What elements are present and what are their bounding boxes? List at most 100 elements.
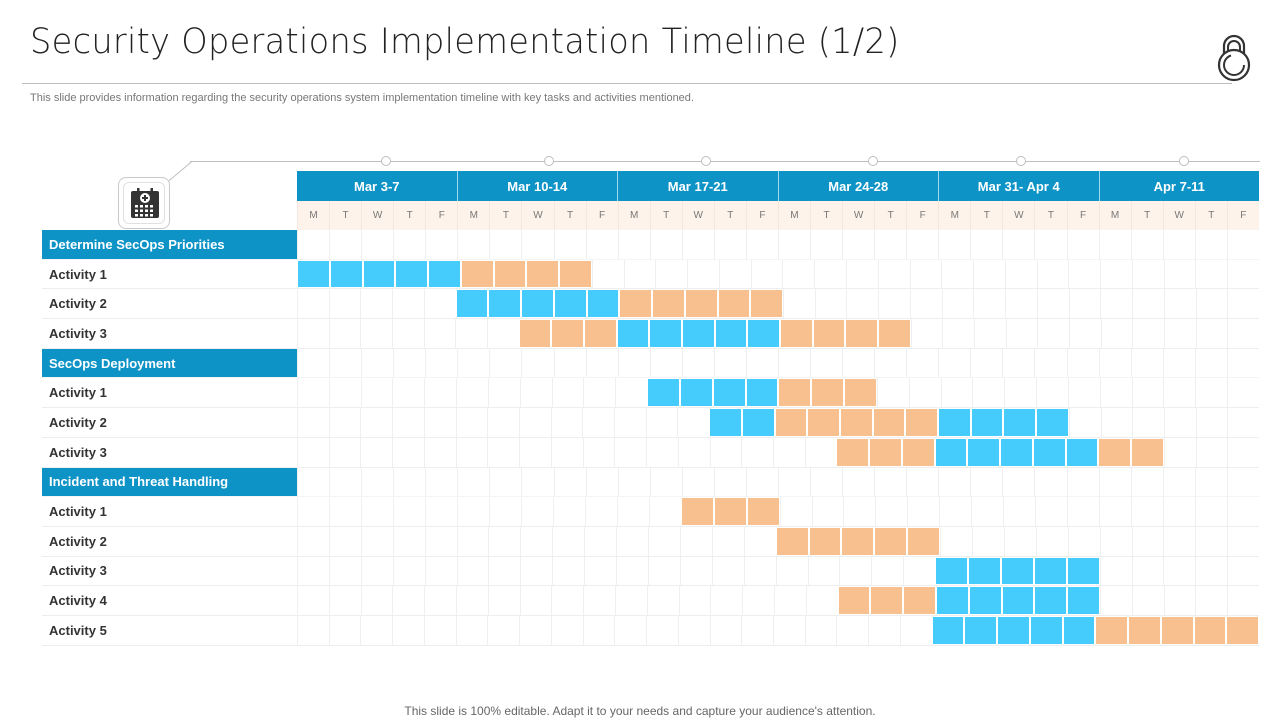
activity-label: Activity 2	[49, 296, 107, 312]
task-bar-cell-blue	[1067, 586, 1100, 615]
task-bar-cell-orange	[746, 497, 780, 526]
timeline-dot	[381, 156, 391, 166]
task-bar-cell-orange	[836, 437, 870, 467]
grid-cell	[810, 230, 842, 259]
task-bar-cell-orange	[1193, 615, 1227, 645]
task-bar-cell-orange	[837, 586, 871, 615]
grid-cell	[842, 348, 874, 378]
padlock-icon	[1217, 34, 1251, 82]
grid-cell	[970, 348, 1002, 378]
grid-cell	[1195, 378, 1227, 408]
grid-cell	[1195, 408, 1228, 437]
day-header: M	[938, 201, 970, 230]
day-header: M	[297, 201, 329, 230]
activity-row: Activity 2	[42, 526, 1259, 557]
grid-cell	[392, 408, 424, 437]
grid-cell	[614, 408, 646, 437]
grid-cell	[456, 497, 489, 526]
task-bar-cell-blue	[1001, 586, 1035, 615]
grid-cell	[487, 408, 519, 437]
grid-cell	[1227, 408, 1259, 437]
task-bar-cell-blue	[616, 319, 650, 348]
grid-cell	[1005, 289, 1037, 319]
grid-cell	[519, 586, 552, 615]
grid-cell	[876, 378, 909, 408]
grid-cell	[743, 526, 776, 556]
day-header: W	[842, 201, 874, 230]
day-header: T	[1194, 201, 1227, 230]
task-bar-cell-orange	[845, 319, 879, 348]
grid-cell	[584, 556, 616, 586]
grid-cell	[1099, 556, 1132, 586]
grid-cell	[297, 348, 329, 378]
grid-cell	[878, 289, 910, 319]
grid-cell	[329, 467, 361, 497]
grid-cell	[582, 437, 615, 467]
activity-row: Activity 5	[42, 615, 1260, 646]
grid-cell	[1066, 348, 1099, 378]
day-header: T	[329, 201, 361, 230]
day-header: T	[1034, 201, 1066, 230]
day-header: T	[713, 201, 746, 230]
grid-cell	[360, 378, 393, 408]
grid-cell	[842, 467, 874, 497]
day-header: M	[777, 201, 810, 230]
grid-cell	[297, 556, 329, 586]
grid-cell	[1163, 408, 1196, 437]
grid-cell	[424, 497, 457, 526]
grid-cell	[1227, 556, 1259, 586]
day-header: W	[521, 201, 553, 230]
task-bar-cell-blue	[1000, 556, 1034, 586]
grid-cell	[1162, 230, 1195, 259]
grid-cell	[1227, 586, 1259, 615]
grid-cell	[938, 467, 970, 497]
grid-cell	[519, 437, 551, 467]
grid-cell	[297, 467, 329, 497]
grid-cell	[938, 348, 970, 378]
grid-cell	[810, 467, 842, 497]
task-bar-cell-orange	[460, 259, 494, 289]
grid-cell	[1036, 289, 1069, 319]
grid-cell	[297, 615, 329, 645]
grid-cell	[1195, 289, 1228, 319]
grid-cell	[1004, 378, 1036, 408]
grid-cell	[779, 497, 812, 526]
activity-row: Activity 2	[42, 289, 1259, 320]
grid-cell	[777, 467, 810, 497]
grid-cell	[1132, 289, 1164, 319]
grid-cell	[392, 497, 425, 526]
grid-cell	[649, 348, 682, 378]
grid-cell	[297, 378, 329, 408]
grid-cell	[297, 408, 329, 437]
timeline-dot	[1016, 156, 1026, 166]
grid-cell	[745, 230, 778, 259]
section-row: Incident and Threat Handling	[42, 467, 1259, 498]
grid-cell	[360, 319, 392, 348]
grid-cell	[1002, 467, 1034, 497]
grid-cell	[361, 348, 393, 378]
grid-cell	[646, 586, 679, 615]
grid-cell	[1100, 289, 1132, 319]
grid-cell	[1131, 526, 1164, 556]
grid-cell	[518, 408, 551, 437]
grid-cell	[328, 319, 361, 348]
grid-cell	[392, 526, 425, 556]
grid-cell	[741, 437, 773, 467]
grid-cell	[1226, 230, 1259, 259]
day-header: F	[585, 201, 618, 230]
grid-cell	[1130, 467, 1163, 497]
grid-cell	[488, 497, 521, 526]
day-header: T	[393, 201, 425, 230]
grid-cell	[328, 615, 361, 645]
grid-cell	[742, 586, 774, 615]
grid-cell	[940, 526, 972, 556]
activity-label: Activity 3	[49, 444, 107, 460]
grid-cell	[750, 259, 783, 289]
grid-cell	[1066, 467, 1099, 497]
task-bar-cell-blue	[741, 408, 775, 437]
grid-cell	[974, 319, 1006, 348]
grid-cell	[1163, 497, 1195, 526]
grid-cell	[711, 526, 744, 556]
task-bar-cell-orange	[775, 526, 809, 556]
